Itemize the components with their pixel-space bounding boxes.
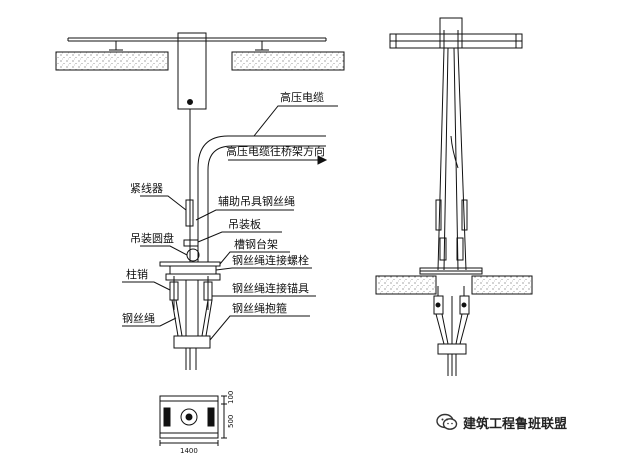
- front-slab-left: [375, 275, 437, 295]
- rope-clamp: [173, 335, 211, 349]
- lifting-plate: [183, 239, 199, 247]
- watermark: 建筑工程鲁班联盟: [436, 411, 620, 433]
- label-wire-rope: 钢丝绳: [122, 311, 155, 325]
- tightener-device: [185, 199, 194, 227]
- lifting-disc: [186, 248, 200, 262]
- dim-height-top: 100: [227, 391, 235, 404]
- plan-center-disc: [180, 408, 198, 426]
- leader-tightener: [140, 195, 187, 211]
- label-aux-wire-rope: 辅助吊具钢丝绳: [218, 194, 295, 208]
- hoist-hook: [187, 99, 193, 105]
- label-lifting-plate: 吊装板: [228, 217, 261, 231]
- label-channel-steel-frame: 槽钢台架: [234, 237, 278, 251]
- wechat-icon: [436, 413, 458, 430]
- clamp-plate: [165, 273, 221, 281]
- front-hanger: [439, 17, 463, 49]
- leader-rope-bolt: [215, 267, 312, 271]
- front-slab-right: [471, 275, 533, 295]
- plan-detail: [159, 395, 227, 446]
- front-ropes: [437, 47, 467, 271]
- frame-base: [169, 265, 217, 275]
- label-rope-clamp: 钢丝绳抱箍: [232, 301, 287, 315]
- concrete-slab-left: [55, 51, 169, 71]
- watermark-text: 建筑工程鲁班联盟: [463, 416, 568, 432]
- leader-channel-frame: [219, 251, 290, 265]
- beam-supports: [109, 41, 269, 51]
- label-hv-cable: 高压电缆: [280, 90, 324, 104]
- label-rope-bolt: 钢丝绳连接螺栓: [232, 253, 309, 267]
- hoist-box: [177, 32, 207, 110]
- leader-lifting-plate: [197, 231, 282, 243]
- channel-steel-frame: [159, 261, 221, 267]
- front-view: [375, 17, 533, 376]
- dim-width: 1400: [180, 447, 198, 455]
- label-pin: 柱销: [126, 267, 148, 281]
- front-rope-clamp: [437, 343, 467, 355]
- leader-hv-cable: [253, 105, 338, 137]
- label-rope-anchor: 钢丝绳连接锚具: [232, 281, 309, 295]
- side-view: [55, 32, 345, 370]
- leader-wire-rope: [122, 317, 177, 327]
- dim-height-main: 500: [227, 415, 235, 428]
- concrete-slab-right: [231, 51, 345, 71]
- rope-converge: [171, 299, 213, 337]
- leader-rope-clamp: [209, 315, 310, 341]
- hv-cable-curve-inner: [207, 145, 326, 262]
- leader-aux-rope: [195, 209, 294, 221]
- label-lifting-disc: 吊装圆盘: [130, 231, 174, 245]
- leader-pin: [122, 281, 171, 291]
- label-tightener: 紧线器: [130, 181, 163, 195]
- top-beam: [67, 37, 327, 42]
- label-hv-cable-direction: 高压电缆往桥架方向: [226, 144, 325, 158]
- cable-direction-arrowhead: [317, 155, 328, 165]
- leader-lifting-disc: [140, 245, 188, 256]
- hv-cable-curve: [197, 135, 326, 262]
